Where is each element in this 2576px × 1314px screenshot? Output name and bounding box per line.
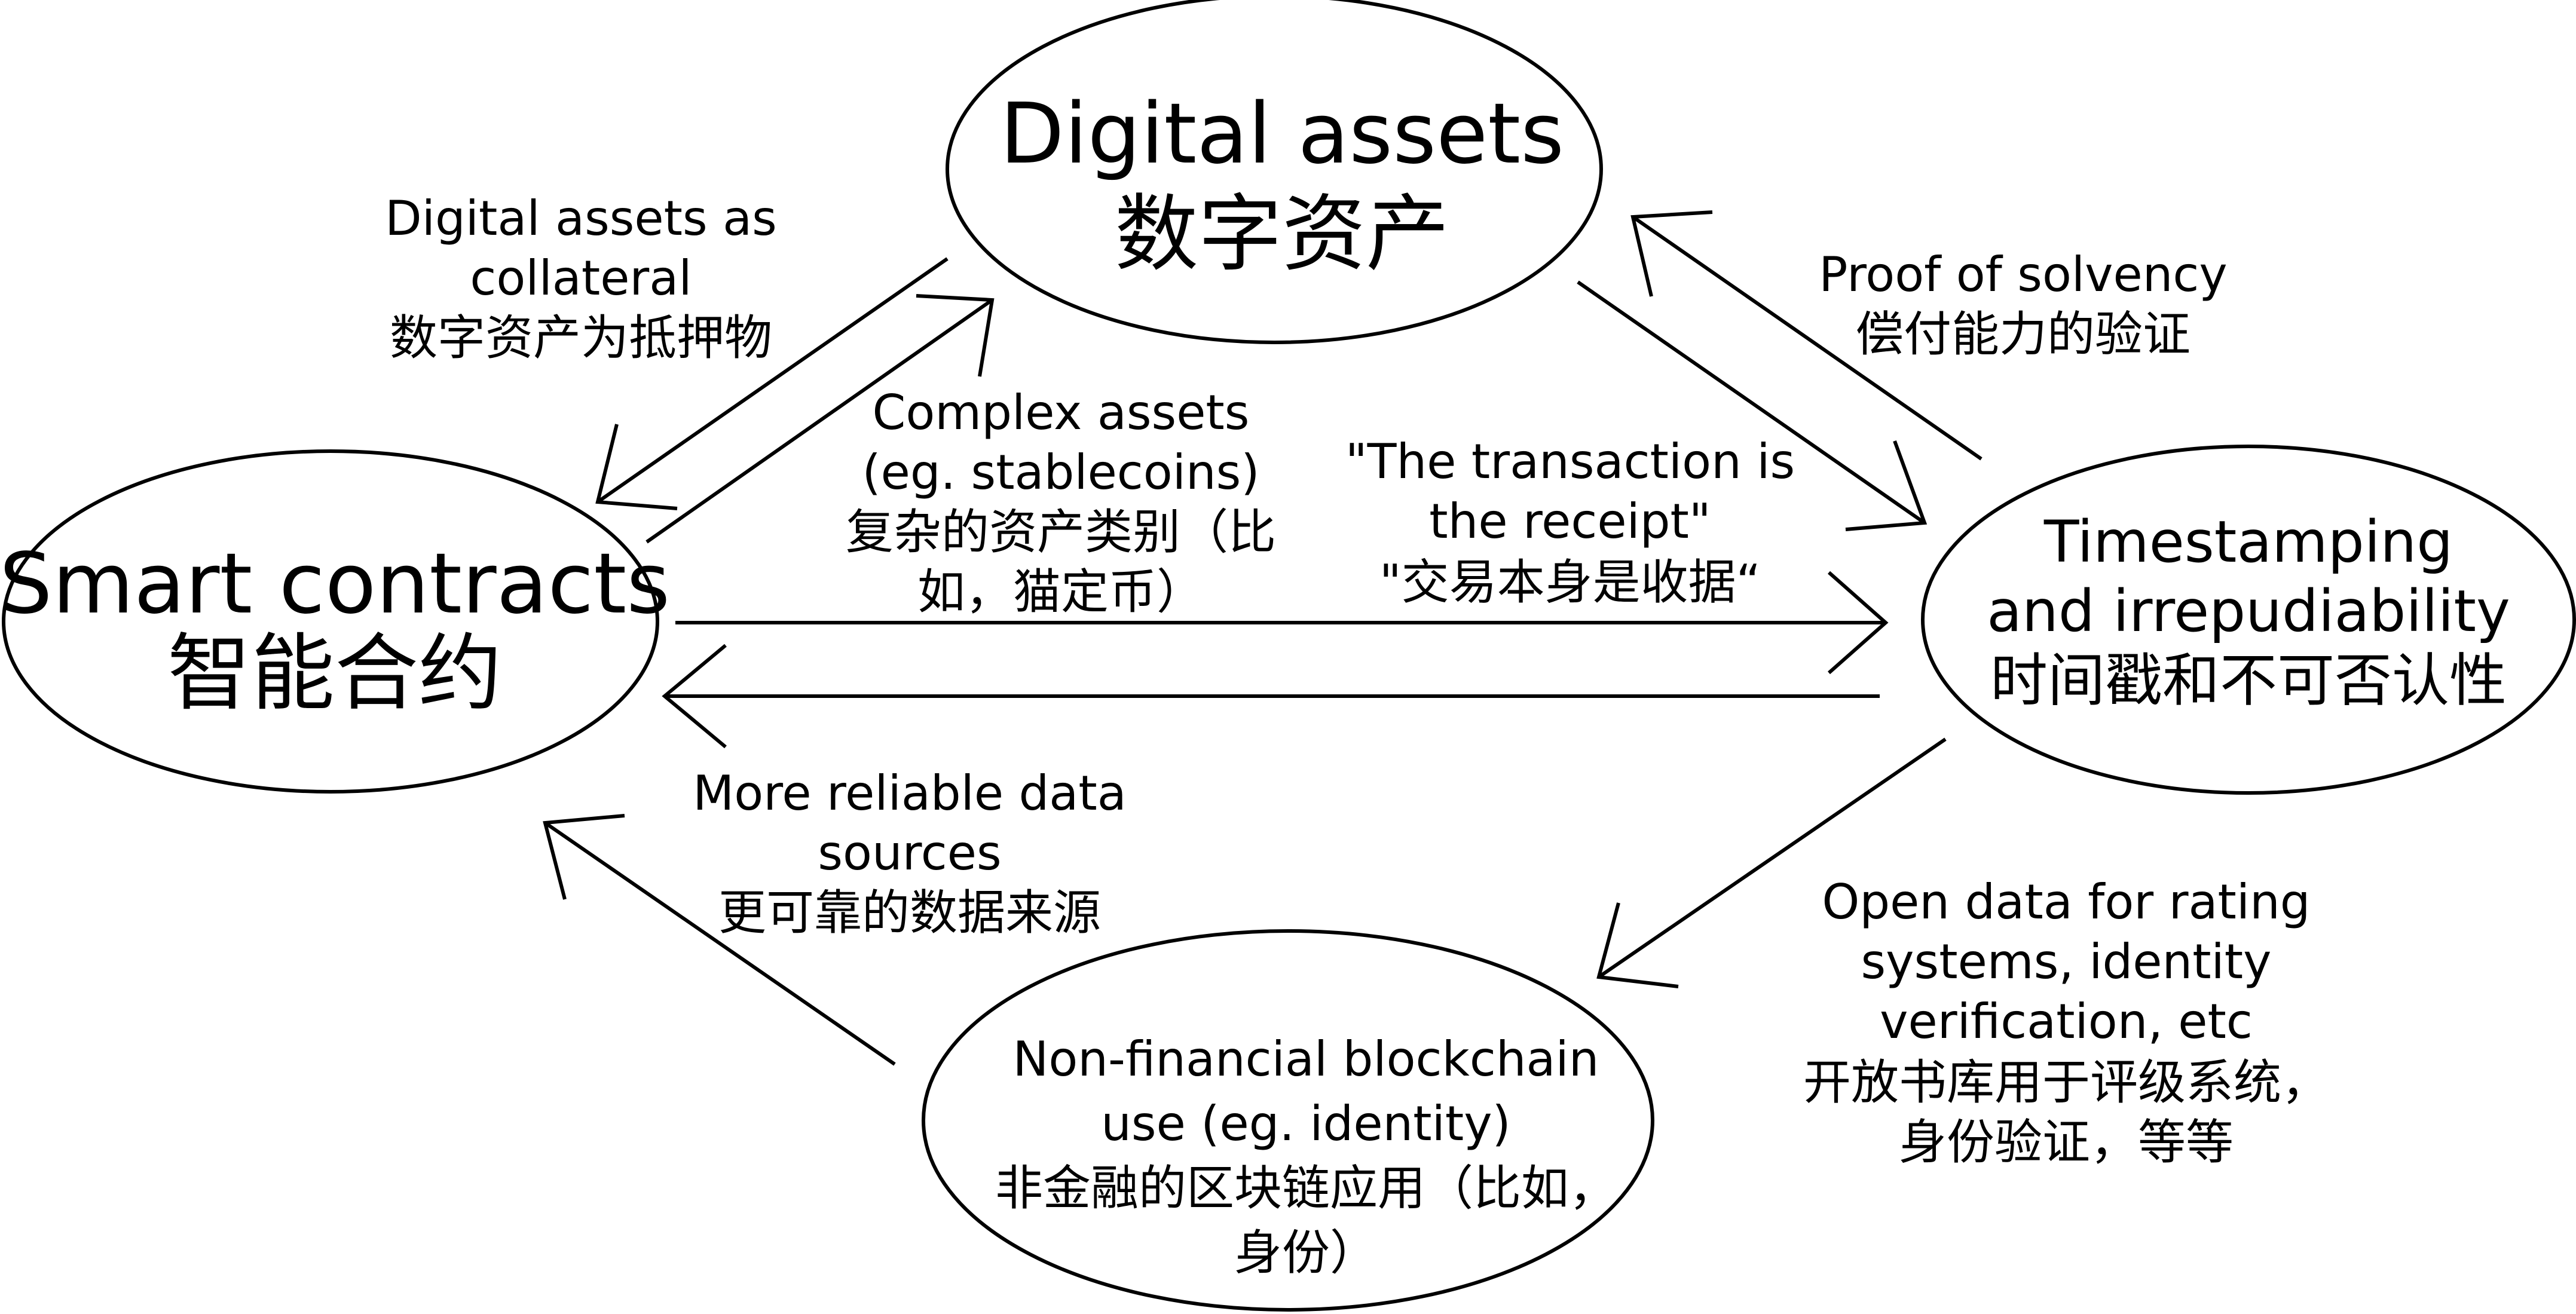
edge-label-line: systems, identity <box>1861 934 2272 990</box>
node-label-line: 数字资产 <box>1115 186 1449 283</box>
edge-label-line: 偿付能力的验证 <box>1856 307 2190 362</box>
edge-label-line: 更可靠的数据来源 <box>718 885 1101 941</box>
edge-label-line: the receipt" <box>1429 494 1711 549</box>
edge-label-line: 开放书库用于评级系统， <box>1803 1055 2329 1110</box>
node-smart-contracts: Smart contracts 智能合约 <box>0 449 670 794</box>
edge-label-line: 身份验证，等等 <box>1899 1114 2234 1170</box>
edge-label-line: Digital assets as <box>385 191 777 246</box>
node-label-line: 时间戳和不可否认性 <box>1990 647 2507 714</box>
arrow-smart-contracts-to-timestamping <box>675 571 1889 675</box>
edge-label-line: 复杂的资产类别（比 <box>846 504 1276 560</box>
node-label-line: and irrepudiability <box>1987 578 2510 645</box>
edge-label-line: 如，猫定币） <box>917 564 1204 620</box>
arrow-timestamping-to-digital-assets <box>1630 210 1983 461</box>
arrow-timestamping-to-smart-contracts <box>662 644 1880 749</box>
arrow-non-financial-to-smart-contracts <box>543 814 896 1066</box>
edge-label-line: "The transaction is <box>1345 434 1795 489</box>
arrow-timestamping-to-non-financial <box>1596 737 1947 988</box>
edge-label-line: "交易本身是收据“ <box>1379 555 1761 610</box>
arrow-smart-contracts-to-digital-assets <box>645 294 995 544</box>
edge-label-line: Complex assets <box>873 385 1250 440</box>
node-label-line: Smart contracts <box>0 535 670 633</box>
edge-label-line: (eg. stablecoins) <box>862 445 1259 500</box>
edge-label-line: Open data for rating <box>1822 874 2310 930</box>
edge-label-line: sources <box>818 825 1001 881</box>
edge-label-reliable-data: More reliable data sources 更可靠的数据来源 <box>693 765 1126 941</box>
node-non-financial: Non-financial blockchain use (eg. identi… <box>922 929 1654 1312</box>
edge-label-open-data: Open data for rating systems, identity v… <box>1803 874 2329 1170</box>
node-label-line: 智能合约 <box>167 625 502 722</box>
edge-label-line: More reliable data <box>693 765 1126 821</box>
node-label-line: Digital assets <box>1000 85 1564 183</box>
arrow-digital-assets-to-timestamping <box>1577 280 1928 531</box>
edge-label-line: verification, etc <box>1880 994 2253 1049</box>
edge-label-proof-of-solvency: Proof of solvency 偿付能力的验证 <box>1819 247 2227 362</box>
node-label-line: Non-financial blockchain <box>1013 1031 1599 1087</box>
node-label-line: 非金融的区块链应用（比如， <box>995 1160 1617 1216</box>
node-label-line: use (eg. identity) <box>1101 1096 1511 1151</box>
edge-label-complex-assets: Complex assets (eg. stablecoins) 复杂的资产类别… <box>846 385 1276 620</box>
node-timestamping: Timestamping and irrepudiability 时间戳和不可否… <box>1921 445 2576 795</box>
node-digital-assets: Digital assets 数字资产 <box>946 0 1603 344</box>
edge-label-line: collateral <box>470 250 692 306</box>
edge-label-collateral: Digital assets as collateral 数字资产为抵押物 <box>385 191 777 366</box>
edge-label-transaction-receipt: "The transaction is the receipt" "交易本身是收… <box>1345 434 1795 610</box>
node-label-line: 身份） <box>1234 1225 1378 1281</box>
arrow-digital-assets-to-smart-contracts <box>595 257 949 510</box>
edge-label-line: Proof of solvency <box>1819 247 2227 302</box>
edge-label-line: 数字资产为抵押物 <box>390 310 772 366</box>
node-label-line: Timestamping <box>2043 509 2453 575</box>
